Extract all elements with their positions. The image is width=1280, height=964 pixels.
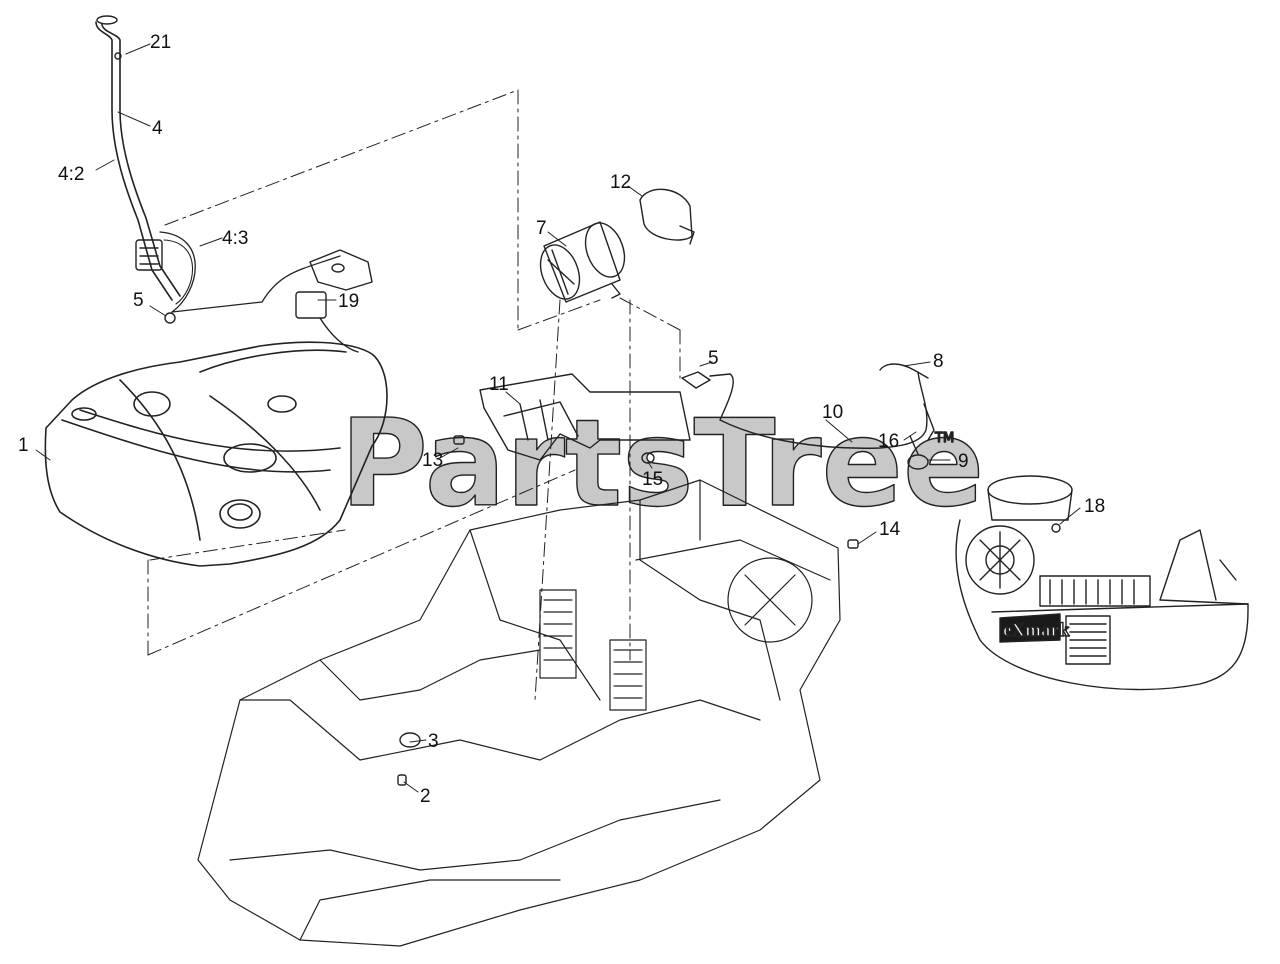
callout-7: 7	[536, 218, 547, 239]
leader-lines	[35, 43, 1081, 793]
callout-8: 8	[933, 351, 944, 372]
callout-3: 3	[428, 731, 439, 752]
callout-4-2: 4:2	[58, 164, 84, 185]
callout-18: 18	[1084, 496, 1105, 517]
heat-shield	[479, 373, 691, 461]
vent-tube	[681, 363, 935, 470]
engine: eXmark	[955, 475, 1249, 691]
watermark-trademark: TM	[934, 431, 954, 446]
watermark: PartsTree	[340, 395, 984, 534]
engine-logo-plate	[999, 613, 1061, 643]
vent-hose	[159, 231, 341, 313]
callout-10: 10	[822, 402, 843, 423]
callout-11: 11	[489, 374, 509, 395]
callout-5-left: 5	[133, 290, 144, 311]
callout-15: 15	[642, 469, 663, 490]
callout-14: 14	[879, 519, 901, 540]
canister	[539, 221, 626, 303]
callout-2: 2	[420, 786, 431, 807]
callout-12: 12	[610, 172, 631, 193]
fuel-tank	[44, 341, 388, 567]
engine-logo: eXmark	[1003, 620, 1070, 641]
clamp	[639, 188, 695, 245]
callout-19: 19	[338, 291, 359, 312]
alignment-lines	[147, 89, 681, 701]
bracket	[295, 249, 373, 353]
callout-4: 4	[152, 118, 163, 139]
callout-5-right: 5	[708, 348, 719, 369]
fasteners	[114, 52, 1061, 786]
callout-21: 21	[150, 32, 171, 53]
filler-neck	[95, 15, 181, 301]
callout-4-3: 4:3	[222, 228, 248, 249]
callout-9: 9	[958, 451, 969, 472]
callout-1: 1	[18, 435, 29, 456]
callout-16: 16	[878, 431, 899, 452]
callout-13: 13	[422, 450, 443, 471]
chassis-frame	[197, 479, 841, 947]
callout-labels: 21 4 4:2 4:3 5 19 1 12 7 5 8 11 10 13 15…	[18, 32, 1105, 807]
